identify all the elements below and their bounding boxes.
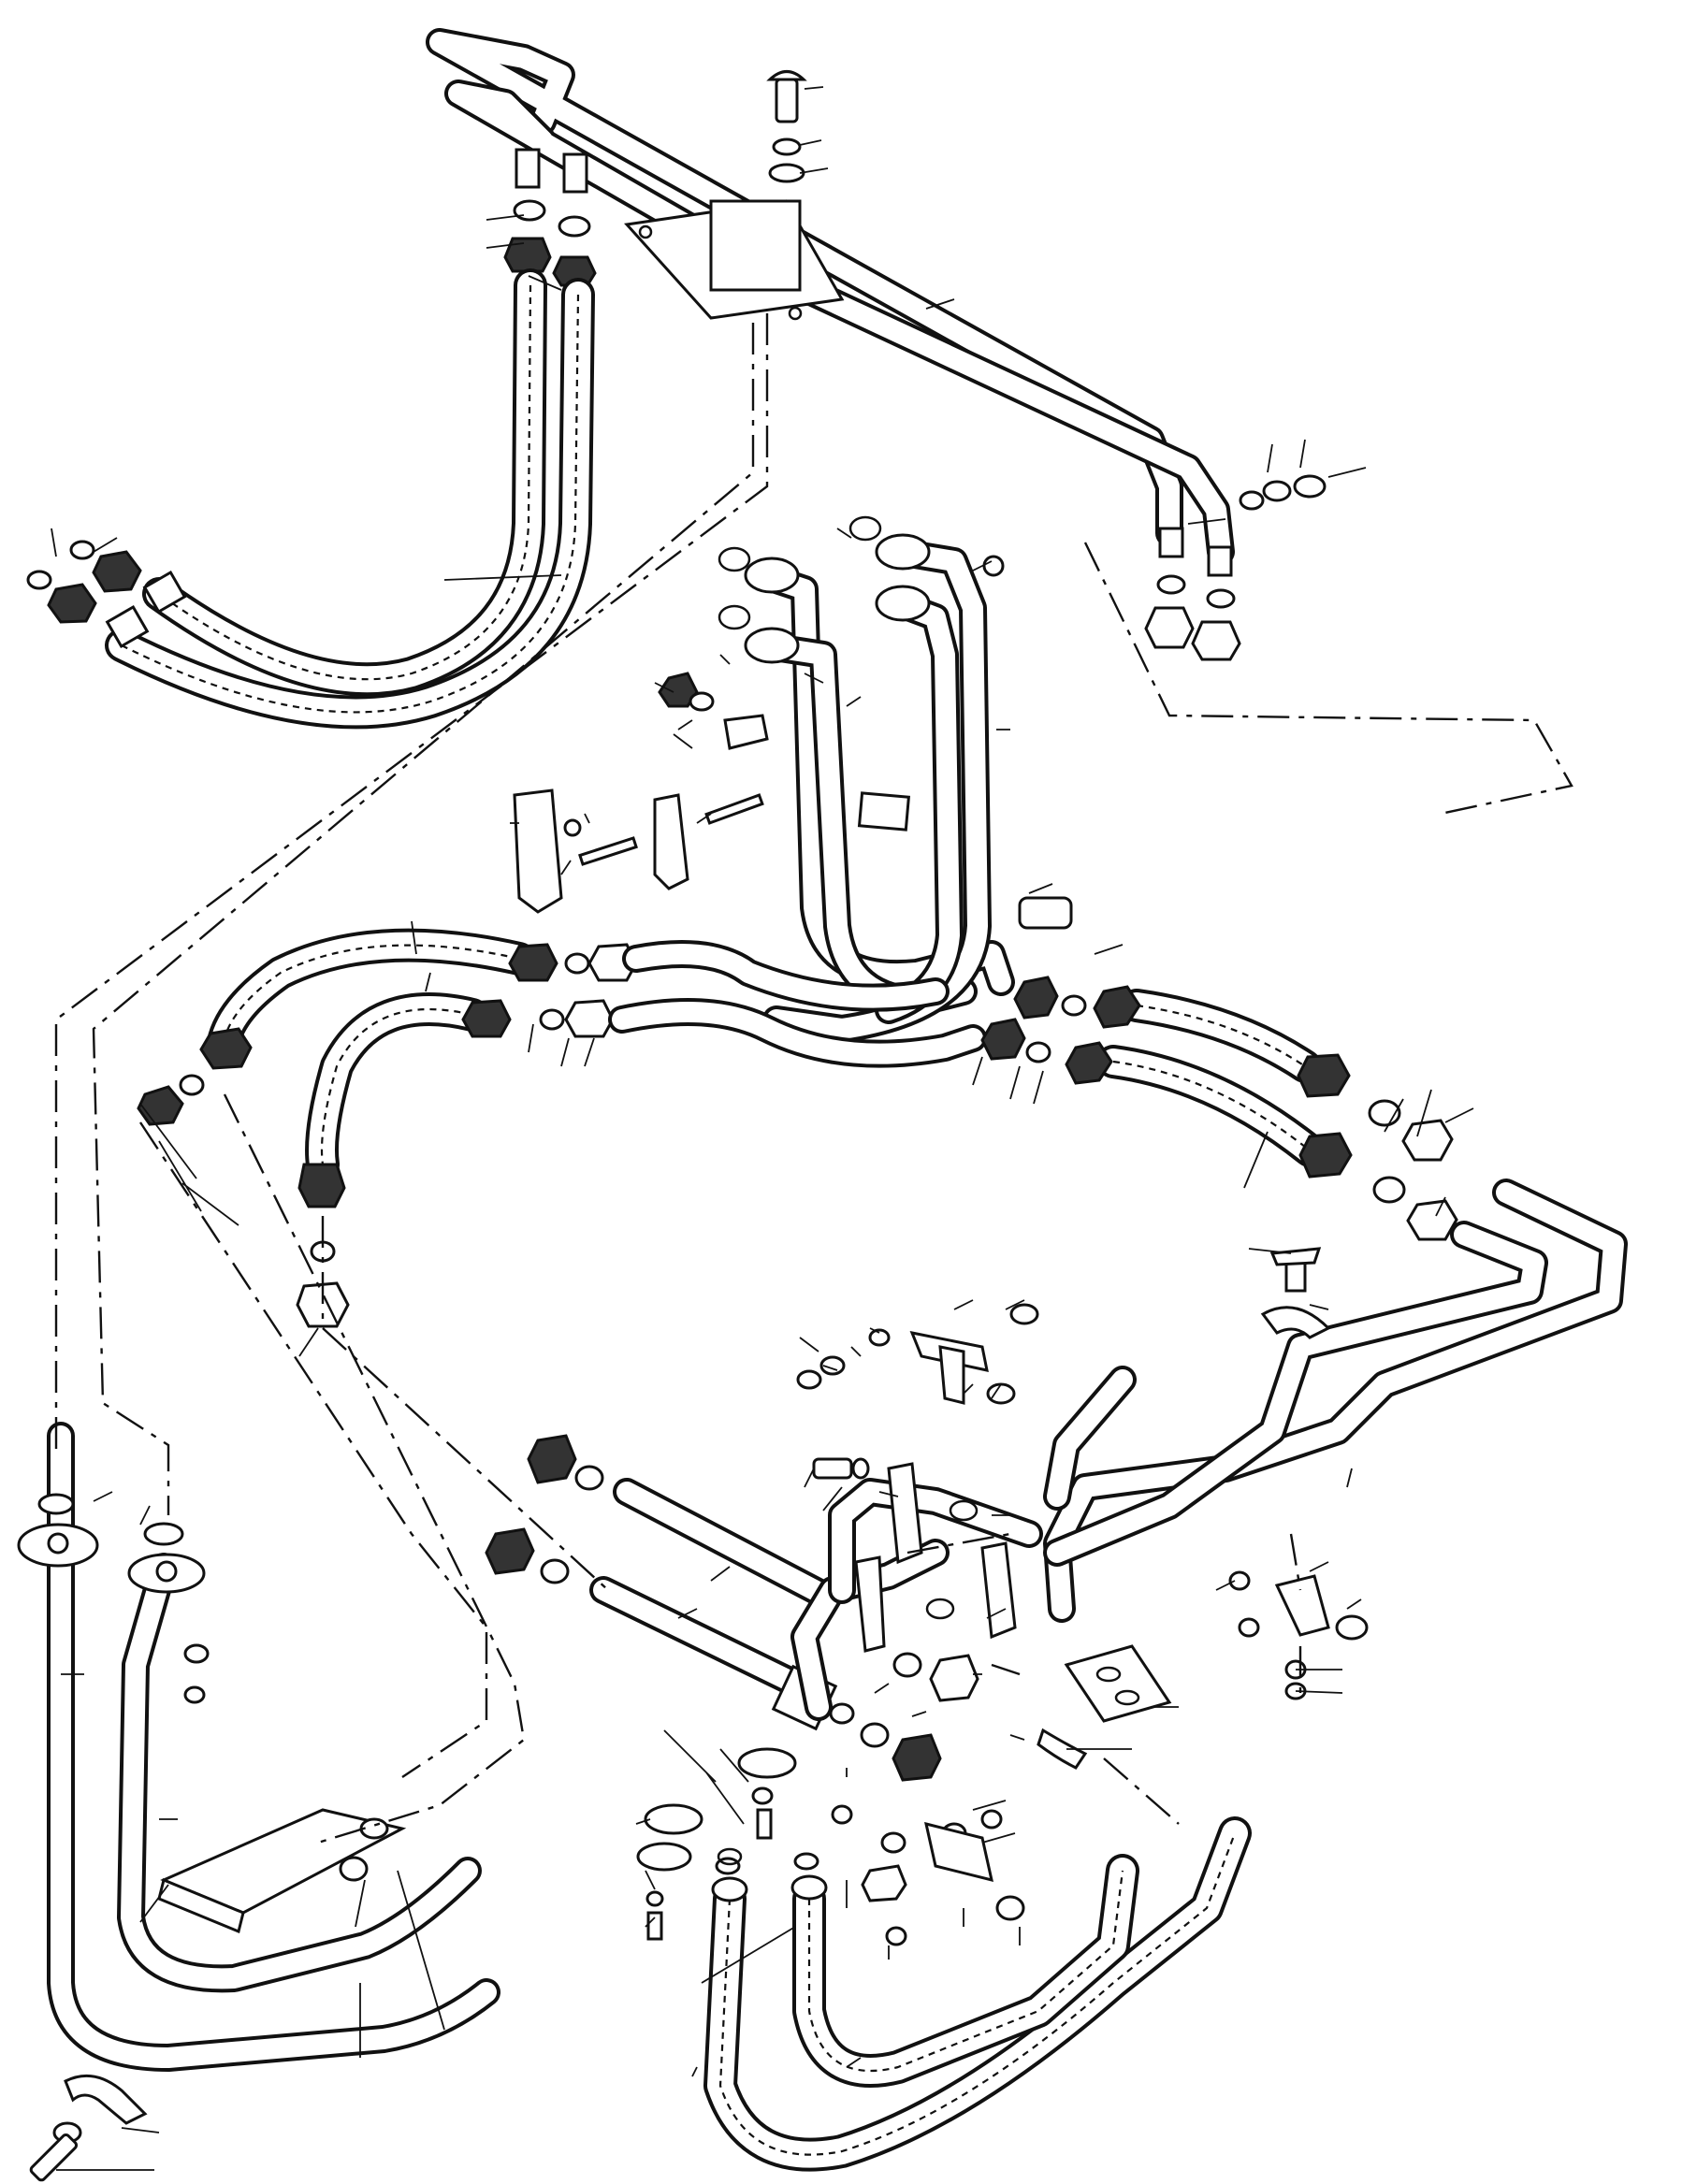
center-top-flanges xyxy=(718,515,1005,664)
middle-right-hoses xyxy=(980,976,1458,1241)
callout-leader-lines xyxy=(51,86,1474,2171)
lower-center-flanges xyxy=(636,1747,1025,1946)
lower-left-flanged-tubes xyxy=(17,1422,500,2072)
top-right-fittings xyxy=(1144,474,1327,661)
top-left-fittings xyxy=(503,148,597,287)
assembly-dash-lines xyxy=(54,313,1573,1844)
center-left-bracket xyxy=(513,672,769,914)
lower-left-support-bracket xyxy=(29,1808,407,2182)
middle-left-hoses xyxy=(137,928,638,1328)
right-lower-rigid-tubes xyxy=(1043,1179,1628,1623)
top-mounting-plate xyxy=(624,199,845,321)
center-horizontal-tubes xyxy=(608,940,987,1068)
top-bolt xyxy=(766,70,807,183)
center-vertical-tubes xyxy=(748,538,1073,1043)
right-middle-bolt-and-clamp xyxy=(1260,1247,1331,1339)
lower-right-hoses xyxy=(703,1816,1252,2172)
center-lower-assembly xyxy=(485,1434,1043,1782)
center-small-bracket xyxy=(796,1303,1039,1405)
top-rigid-tube-pair xyxy=(426,28,1235,566)
top-left-hoses xyxy=(26,268,595,730)
